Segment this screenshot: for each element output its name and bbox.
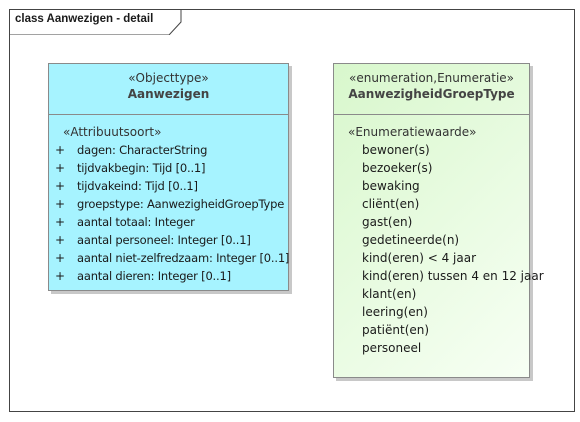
enum-literal[interactable]: gedetineerde(n) xyxy=(362,233,460,247)
class-name: Aanwezigen xyxy=(127,87,210,101)
attribute-text: tijdvakbegin: Tijd [0..1] xyxy=(77,161,206,175)
visibility-marker: + xyxy=(55,233,66,247)
attribute-list: + dagen: CharacterString + tijdvakbegin: Ti… xyxy=(49,141,290,285)
class-stereotype: «enumeration,Enumeratie» xyxy=(348,71,514,85)
compartment-stereotype: «Attribuutsoort» xyxy=(63,125,162,139)
attribute-text: dagen: CharacterString xyxy=(77,143,208,157)
compartment-divider xyxy=(49,114,288,115)
visibility-marker: + xyxy=(55,251,66,265)
class-header: «Objecttype» Aanwezigen xyxy=(49,64,288,114)
attribute-text: aantal dieren: Integer [0..1] xyxy=(77,269,231,283)
visibility-marker: + xyxy=(55,161,66,175)
attribute-text: groepstype: AanwezigheidGroepType xyxy=(77,197,285,211)
visibility-marker: + xyxy=(55,179,66,193)
compartment-stereotype: «Enumeratiewaarde» xyxy=(348,125,477,139)
attribute-row[interactable]: + dagen: CharacterString xyxy=(49,141,288,159)
diagram-title: class Aanwezigen - detail xyxy=(15,13,154,25)
attribute-text: aantal totaal: Integer xyxy=(77,215,195,229)
enum-literal[interactable]: bewoner(s) xyxy=(362,143,430,157)
attribute-text: aantal personeel: Integer [0..1] xyxy=(77,233,251,247)
visibility-marker: + xyxy=(55,215,66,229)
enum-literal[interactable]: bewaking xyxy=(362,179,420,193)
enum-literal[interactable]: leering(en) xyxy=(362,305,428,319)
enum-literal[interactable]: patiënt(en) xyxy=(362,323,430,337)
attribute-compartment: «Attribuutsoort» + dagen: CharacterString… xyxy=(49,115,290,285)
enum-literal[interactable]: klant(en) xyxy=(362,287,417,301)
attribute-row[interactable]: + aantal niet-zelfredzaam: Integer [0..1] xyxy=(49,249,290,267)
attribute-row[interactable]: + tijdvakeind: Tijd [0..1] xyxy=(49,177,288,195)
diagram-frame xyxy=(9,9,575,412)
class-stereotype: «Objecttype» xyxy=(128,71,209,85)
class-aanwezigen[interactable]: «Objecttype» Aanwezigen «Attribuutsoort»… xyxy=(48,63,289,291)
attribute-row[interactable]: + tijdvakbegin: Tijd [0..1] xyxy=(49,159,288,177)
enum-literal[interactable]: kind(eren) tussen 4 en 12 jaar xyxy=(362,269,544,283)
enum-literal[interactable]: cliënt(en) xyxy=(362,197,420,211)
visibility-marker: + xyxy=(55,269,66,283)
enum-literal[interactable]: kind(eren) < 4 jaar xyxy=(362,251,477,265)
attribute-text: aantal niet-zelfredzaam: Integer [0..1] xyxy=(77,251,290,265)
attribute-row[interactable]: + groepstype: AanwezigheidGroepType xyxy=(49,195,288,213)
literal-list: bewoner(s) bezoeker(s) bewaking cliënt(en) g… xyxy=(334,141,544,357)
class-header: «enumeration,Enumeratie» AanwezigheidGro… xyxy=(334,64,529,114)
visibility-marker: + xyxy=(55,143,66,157)
literal-compartment: «Enumeratiewaarde» bewoner(s) bezoeker(s)… xyxy=(334,115,544,357)
class-name: AanwezigheidGroepType xyxy=(348,87,515,101)
visibility-marker: + xyxy=(55,197,66,211)
attribute-row[interactable]: + aantal dieren: Integer [0..1] xyxy=(49,267,288,285)
enum-literal[interactable]: bezoeker(s) xyxy=(362,161,433,175)
attribute-text: tijdvakeind: Tijd [0..1] xyxy=(77,179,198,193)
enum-literal[interactable]: gast(en) xyxy=(362,215,413,229)
attribute-row[interactable]: + aantal totaal: Integer xyxy=(49,213,288,231)
compartment-divider xyxy=(334,114,529,115)
enum-literal[interactable]: personeel xyxy=(362,341,422,355)
enumeration-aanwezigheidgroeptype[interactable]: «enumeration,Enumeratie» AanwezigheidGro… xyxy=(333,63,544,378)
attribute-row[interactable]: + aantal personeel: Integer [0..1] xyxy=(49,231,288,249)
title-tab-outline xyxy=(9,9,182,35)
